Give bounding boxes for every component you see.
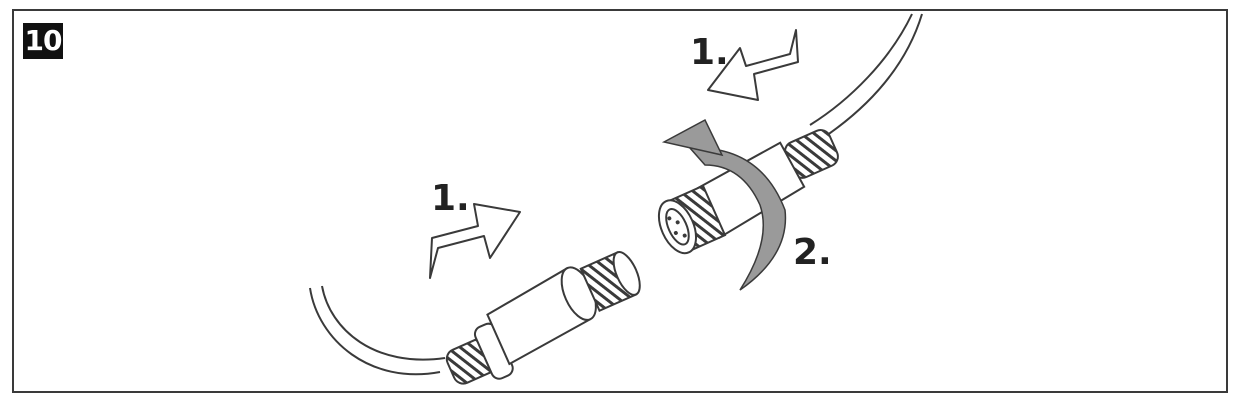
step-number-badge: 10 [23, 23, 63, 59]
step-2-label: 2. [793, 232, 832, 273]
male-connector [445, 251, 641, 385]
step-1-label-left: 1. [431, 178, 470, 219]
figure-frame [12, 9, 1228, 393]
rotate-arrow-icon [661, 118, 787, 291]
step-1-label-right: 1. [690, 32, 729, 73]
arrow-left-icon [707, 29, 799, 101]
arrow-right-icon [429, 203, 521, 279]
left-cable [309, 285, 446, 376]
right-cable [809, 13, 923, 141]
